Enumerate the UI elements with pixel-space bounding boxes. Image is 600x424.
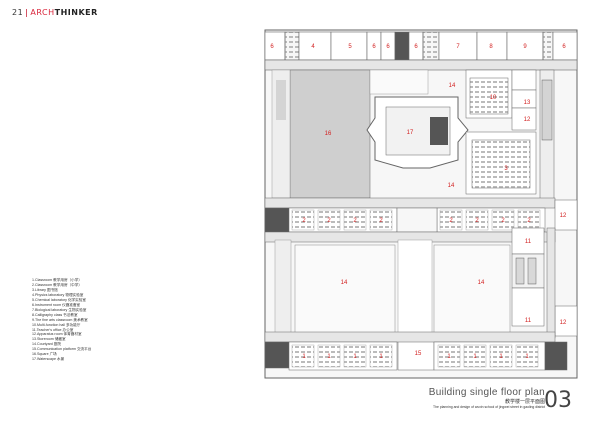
header: 21 | ARCH THINKER <box>12 8 98 22</box>
room-labels: 6 4 5 6 6 6 7 8 9 6 14 10 13 12 16 17 3 … <box>270 44 567 360</box>
room-label: 4 <box>311 44 315 50</box>
legend-item: 12.Apparatus room 体育器材室 <box>32 332 82 337</box>
brand-name-part-a: ARCH <box>30 8 55 17</box>
room-label: 11 <box>525 318 532 324</box>
room-label: 3 <box>504 166 508 172</box>
room-label: 15 <box>415 351 422 357</box>
room-label: 13 <box>524 100 531 106</box>
room-label: 16 <box>325 131 332 137</box>
room-label: 14 <box>449 83 456 89</box>
legend-item: 17.Waterscape 水景 <box>32 357 65 362</box>
legend-item: 13.Storeroom 储藏室 <box>32 337 66 342</box>
legend-item: 1.Classroom 教学用房（小学） <box>32 278 82 282</box>
office-wing <box>511 227 578 339</box>
room-label: 6 <box>562 44 566 50</box>
room-label: 1 <box>473 354 477 360</box>
room-label: 6 <box>372 44 376 50</box>
room-label: 14 <box>448 183 455 189</box>
legend-item: 3.Library 图书馆 <box>32 287 58 292</box>
legend-item: 6.Instrument room 仪器准备室 <box>32 302 81 307</box>
legend-item: 11.Teacher's office 办公室 <box>32 327 74 332</box>
brand-name-part-b: THINKER <box>54 8 98 17</box>
legend-item: 9.The fine arts classroom 美术教室 <box>32 317 88 322</box>
room-label: 2 <box>302 218 306 224</box>
waterscape-pavilion <box>366 96 469 169</box>
legend-item: 7.Biological laboratory 生物实验室 <box>32 307 87 312</box>
room-label: 12 <box>524 117 531 123</box>
title-block: Building single floor plan 教学楼一层平面图 The … <box>372 384 582 416</box>
room-label: 1 <box>525 354 529 360</box>
room-label: 1 <box>447 354 451 360</box>
room-label: 1 <box>327 354 331 360</box>
courtyard-east <box>433 244 511 338</box>
drawing-title: Building single floor plan <box>428 387 545 398</box>
room-label: 2 <box>449 218 453 224</box>
room-label: 5 <box>348 44 352 50</box>
drawing-title-cn: 教学楼一层平面图 <box>504 399 545 405</box>
room-label: 6 <box>386 44 390 50</box>
room-label: 2 <box>501 218 505 224</box>
room-label: 1 <box>302 354 306 360</box>
room-label: 9 <box>523 44 527 50</box>
legend-item: 8.Calligraphy class 书法教室 <box>32 312 78 317</box>
north-wing <box>264 31 578 71</box>
header-divider: | <box>25 8 29 17</box>
room-label: 2 <box>475 218 479 224</box>
room-label: 14 <box>341 280 348 286</box>
room-label: 10 <box>490 95 497 101</box>
room-label: 12 <box>560 213 567 219</box>
project-subtitle: The planning and design of wuxin school … <box>433 405 545 409</box>
room-label: 6 <box>414 44 418 50</box>
room-label: 12 <box>560 320 567 326</box>
legend-item: 16.Square 广场 <box>32 352 57 357</box>
room-label: 1 <box>379 354 383 360</box>
legend-item: 2.Classroom 教学用房（中学） <box>32 282 82 287</box>
room-label: 8 <box>489 44 493 50</box>
room-label: 14 <box>478 280 485 286</box>
legend-item: 14.Courtyard 庭院 <box>32 342 61 347</box>
courtyard-west <box>294 244 396 338</box>
legend-item: 4.Physics laboratory 物理实验室 <box>32 292 84 297</box>
legend-item: 10.Multi-function hall 多功能厅 <box>32 322 81 327</box>
room-label: 2 <box>353 218 357 224</box>
legend-item: 5.Chemical laboratory 化学实验室 <box>32 297 86 302</box>
multi-function-hall <box>465 69 555 201</box>
north-courtyard <box>369 69 429 95</box>
room-label: 6 <box>270 44 274 50</box>
room-label: 17 <box>407 130 414 136</box>
room-label: 2 <box>327 218 331 224</box>
room-label: 2 <box>527 218 531 224</box>
page-number: 21 <box>12 8 24 17</box>
room-label: 7 <box>456 44 460 50</box>
room-label: 1 <box>353 354 357 360</box>
room-label: 2 <box>379 218 383 224</box>
room-label: 1 <box>499 354 503 360</box>
room-label: 11 <box>525 239 532 245</box>
sheet-number: 03 <box>544 388 572 413</box>
room-legend: 1.Classroom 教学用房（小学） 2.Classroom 教学用房（中学… <box>32 278 152 362</box>
library <box>465 131 537 195</box>
legend-item: 15.Communication platform 交流平台 <box>32 347 92 352</box>
